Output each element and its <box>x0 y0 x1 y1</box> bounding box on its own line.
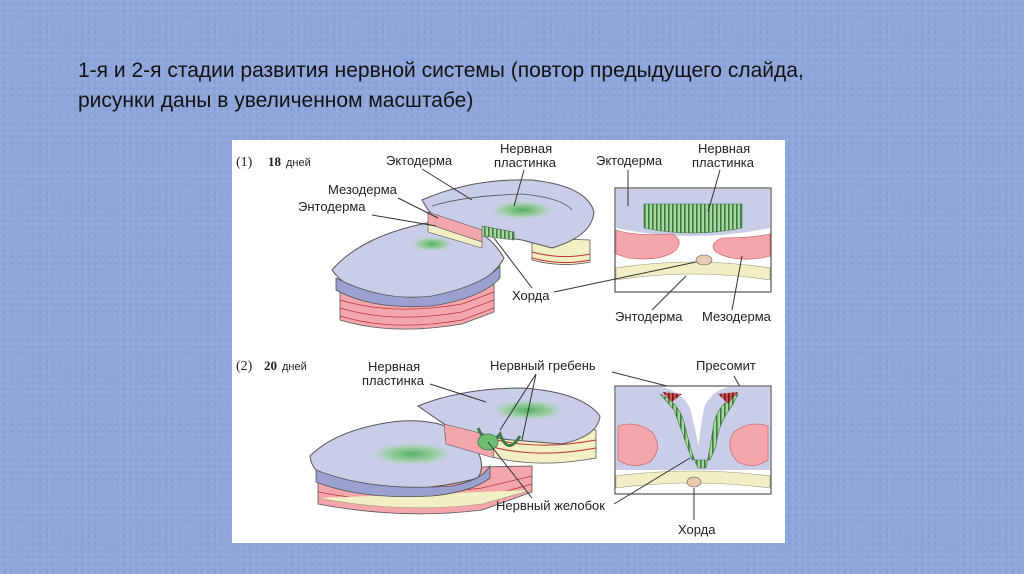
embryo-figure: (1) 18 дней Эктодер <box>232 140 785 543</box>
stage-2-label-neural-crest: Нервный гребень <box>490 358 596 373</box>
stage-1-label-chord: Хорда <box>512 288 550 303</box>
stage-1-label-entoderm-left: Энтодерма <box>298 199 366 214</box>
stage-2-embryo-3d <box>309 387 601 515</box>
stage-1-days-value: 18 <box>268 154 282 169</box>
stage-1-label-ectoderm-left: Эктодерма <box>386 153 453 168</box>
stage-1-label-neural-plate-left-2: пластинка <box>494 155 557 170</box>
title-line-1: 1-я и 2-я стадии развития нервной систем… <box>78 59 804 82</box>
stage-2-label-chord: Хорда <box>678 522 716 537</box>
stage-1-label-neural-plate-right-1: Нервная <box>698 141 750 156</box>
stage-1-label-neural-plate-right-2: пластинка <box>692 155 755 170</box>
stage-1-label-mesoderm-left: Мезодерма <box>328 182 398 197</box>
stage-2-label-neural-groove: Нервный желобок <box>496 498 605 513</box>
stage-2-label-neural-plate-1: Нервная <box>368 359 420 374</box>
stage-1-cross-section <box>614 187 772 293</box>
stage-1-days-unit: дней <box>286 157 311 169</box>
stage-1-label-mesoderm-bottom: Мезодерма <box>702 309 772 324</box>
stage-1-label-entoderm-bottom: Энтодерма <box>615 309 683 324</box>
stage-2-label-presomite: Пресомит <box>696 358 756 373</box>
stage-1-label-neural-plate-left-1: Нервная <box>500 141 552 156</box>
stage-2-label-neural-plate-2: пластинка <box>362 373 425 388</box>
embryo-diagram: (1) 18 дней Эктодер <box>236 141 772 537</box>
stage-1-number: (1) <box>236 155 253 170</box>
stage-2-days-unit: дней <box>282 361 307 373</box>
stage-2-cross-section <box>614 385 772 495</box>
stage-2-number: (2) <box>236 359 253 374</box>
title-line-2: рисунки даны в увеличенном масштабе) <box>78 89 474 112</box>
stage-1: (1) 18 дней Эктодер <box>236 141 772 330</box>
slide-title: 1-я и 2-я стадии развития нервной систем… <box>78 56 978 116</box>
stage-2: (2) 20 дней Нервная пластинка <box>236 358 772 537</box>
stage-2-days-value: 20 <box>264 358 277 373</box>
stage-1-label-ectoderm-right: Эктодерма <box>596 153 663 168</box>
stage-1-embryo-3d <box>331 179 595 330</box>
